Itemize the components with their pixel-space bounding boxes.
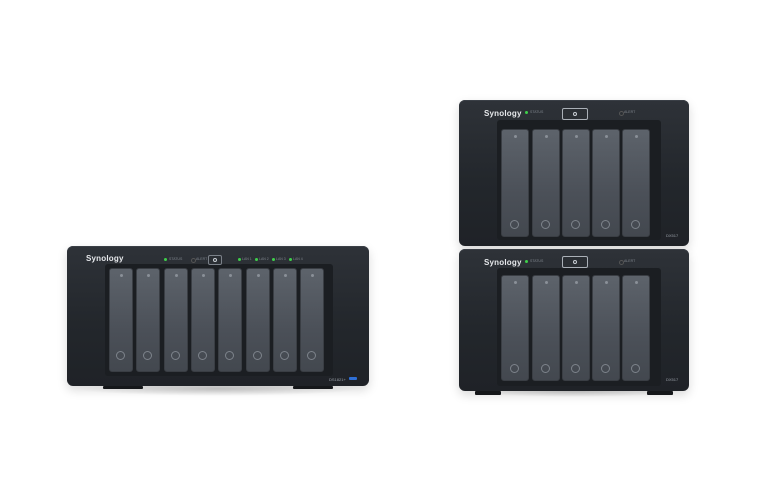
drive-bay-5[interactable]: [218, 268, 242, 372]
status-label: STATUS: [169, 257, 183, 261]
alert-label: ALERT: [624, 110, 636, 114]
drive-bay-4[interactable]: [592, 129, 620, 237]
drive-bay-3[interactable]: [164, 268, 188, 372]
usb-port: [349, 377, 357, 380]
alert-led: [619, 260, 624, 265]
status-led: [525, 111, 528, 114]
lan3-label: LAN 3: [276, 257, 286, 261]
drive-bay-2[interactable]: [136, 268, 160, 372]
drive-bay-3[interactable]: [562, 129, 590, 237]
drive-bay-1[interactable]: [501, 129, 529, 237]
drive-bay-8[interactable]: [300, 268, 324, 372]
alert-led: [191, 258, 196, 263]
drive-bay-4[interactable]: [191, 268, 215, 372]
alert-led: [619, 111, 624, 116]
drive-bay-6[interactable]: [246, 268, 270, 372]
drive-bay-4[interactable]: [592, 275, 620, 381]
lan4-label: LAN 4: [293, 257, 303, 261]
drive-bay-5[interactable]: [622, 275, 650, 381]
model-label: DS1821+: [329, 377, 346, 382]
foot-right: [293, 386, 333, 389]
status-label: STATUS: [530, 110, 544, 114]
status-led: [525, 260, 528, 263]
lan1-label: LAN 1: [242, 257, 252, 261]
alert-label: ALERT: [624, 259, 636, 263]
expansion-unit-top: Synology STATUS ALERT DX517: [459, 100, 689, 248]
drive-bay-7[interactable]: [273, 268, 297, 372]
drive-bay-2[interactable]: [532, 129, 560, 237]
lan2-label: LAN 2: [259, 257, 269, 261]
expansion-unit-bottom: Synology STATUS ALERT DX517: [459, 249, 689, 397]
drive-bay-1[interactable]: [501, 275, 529, 381]
brand-logo: Synology: [484, 109, 522, 118]
lan1-led: [238, 258, 241, 261]
power-button[interactable]: [562, 256, 588, 268]
foot-right: [647, 391, 673, 395]
drive-bay-1[interactable]: [109, 268, 133, 372]
foot-left: [103, 386, 143, 389]
foot-left: [475, 391, 501, 395]
lan4-led: [289, 258, 292, 261]
alert-label: ALERT: [196, 257, 208, 261]
brand-logo: Synology: [86, 254, 124, 263]
drive-bay-3[interactable]: [562, 275, 590, 381]
nas-8-bay: Synology STATUS ALERT LAN 1 LAN 2 LAN 3 …: [67, 246, 369, 396]
power-button[interactable]: [562, 108, 588, 120]
lan2-led: [255, 258, 258, 261]
drive-bay-5[interactable]: [622, 129, 650, 237]
status-led: [164, 258, 167, 261]
model-label: DX517: [666, 233, 679, 238]
power-button[interactable]: [208, 255, 222, 265]
brand-logo: Synology: [484, 258, 522, 267]
status-label: STATUS: [530, 259, 544, 263]
lan3-led: [272, 258, 275, 261]
drive-bay-2[interactable]: [532, 275, 560, 381]
model-label: DX517: [666, 377, 679, 382]
